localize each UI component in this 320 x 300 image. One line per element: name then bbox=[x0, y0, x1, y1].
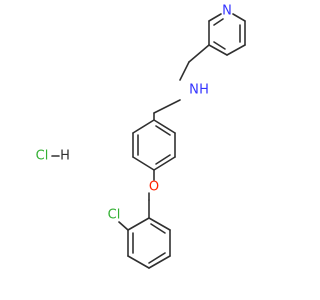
bond bbox=[132, 156, 155, 171]
bond bbox=[208, 44, 228, 56]
double-bond bbox=[148, 252, 166, 264]
ether-oxygen-label: O bbox=[149, 180, 159, 195]
pyridine-nitrogen-label: N bbox=[222, 4, 232, 19]
bond bbox=[148, 255, 171, 269]
chlorobenzene-ring bbox=[118, 199, 171, 269]
double-bond bbox=[213, 41, 226, 50]
bond bbox=[232, 13, 246, 22]
bond bbox=[188, 44, 210, 63]
bond bbox=[153, 119, 176, 134]
salt-hydrogen-label: H bbox=[60, 149, 70, 164]
bond bbox=[179, 61, 190, 81]
structure-canvas: Cl H N N H O Cl bbox=[35, 3, 246, 269]
atom-labels: N N H O Cl bbox=[108, 4, 232, 223]
bond bbox=[118, 221, 129, 231]
hcl-salt: Cl H bbox=[36, 149, 70, 164]
bond bbox=[127, 255, 150, 269]
molecule-diagram: Cl H N N H O Cl bbox=[36, 4, 246, 269]
pyridine-ring bbox=[208, 13, 246, 56]
bond bbox=[226, 44, 246, 56]
double-bond bbox=[213, 18, 224, 26]
benzene-ring-para bbox=[132, 112, 176, 171]
bond bbox=[148, 217, 171, 231]
salt-chlorine-label: Cl bbox=[36, 149, 49, 164]
double-bond bbox=[155, 154, 171, 165]
amine-linker bbox=[153, 44, 210, 114]
amine-nitrogen-label: N bbox=[189, 83, 199, 98]
bond bbox=[127, 217, 150, 231]
aryl-chlorine-label: Cl bbox=[108, 208, 121, 223]
double-bond bbox=[155, 125, 171, 136]
bond bbox=[208, 13, 222, 22]
amine-hydrogen-label: H bbox=[199, 83, 209, 98]
double-bond bbox=[150, 223, 166, 234]
bond bbox=[153, 156, 176, 171]
bond bbox=[153, 99, 181, 114]
bond bbox=[132, 119, 155, 134]
ether-linker bbox=[148, 169, 155, 201]
